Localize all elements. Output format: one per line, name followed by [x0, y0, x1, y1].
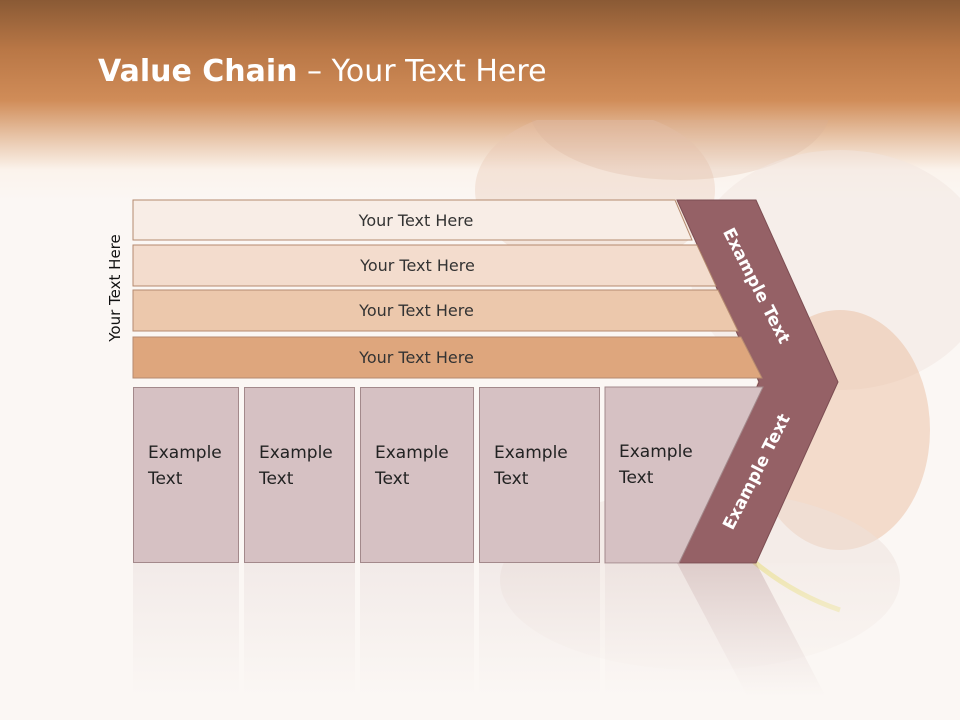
box-5-line2: Text	[619, 468, 654, 488]
bar-4-label: Your Text Here	[359, 348, 474, 367]
slide-title: Value Chain – Your Text Here	[98, 54, 547, 89]
box-1-line2: Text	[148, 469, 183, 489]
reflection-fade	[0, 563, 960, 720]
box-5-line1: Example	[619, 442, 693, 462]
box-1-line1: Example	[148, 443, 222, 463]
bar-2-label: Your Text Here	[360, 256, 475, 275]
box-4-line2: Text	[494, 469, 529, 489]
box-2-line1: Example	[259, 443, 333, 463]
bar-4[interactable]: Your Text Here	[133, 337, 762, 378]
box-3-line2: Text	[375, 469, 410, 489]
bar-1[interactable]: Your Text Here	[133, 200, 693, 240]
box-2-line2: Text	[259, 469, 294, 489]
side-label: Your Text Here	[106, 234, 124, 342]
box-4-line1: Example	[494, 443, 568, 463]
bar-2[interactable]: Your Text Here	[133, 245, 716, 286]
title-rest: – Your Text Here	[297, 54, 547, 89]
bar-3[interactable]: Your Text Here	[133, 290, 738, 331]
title-bold: Value Chain	[98, 54, 298, 89]
bar-3-label: Your Text Here	[359, 301, 474, 320]
box-3-line1: Example	[375, 443, 449, 463]
bar-1-label: Your Text Here	[358, 210, 474, 230]
